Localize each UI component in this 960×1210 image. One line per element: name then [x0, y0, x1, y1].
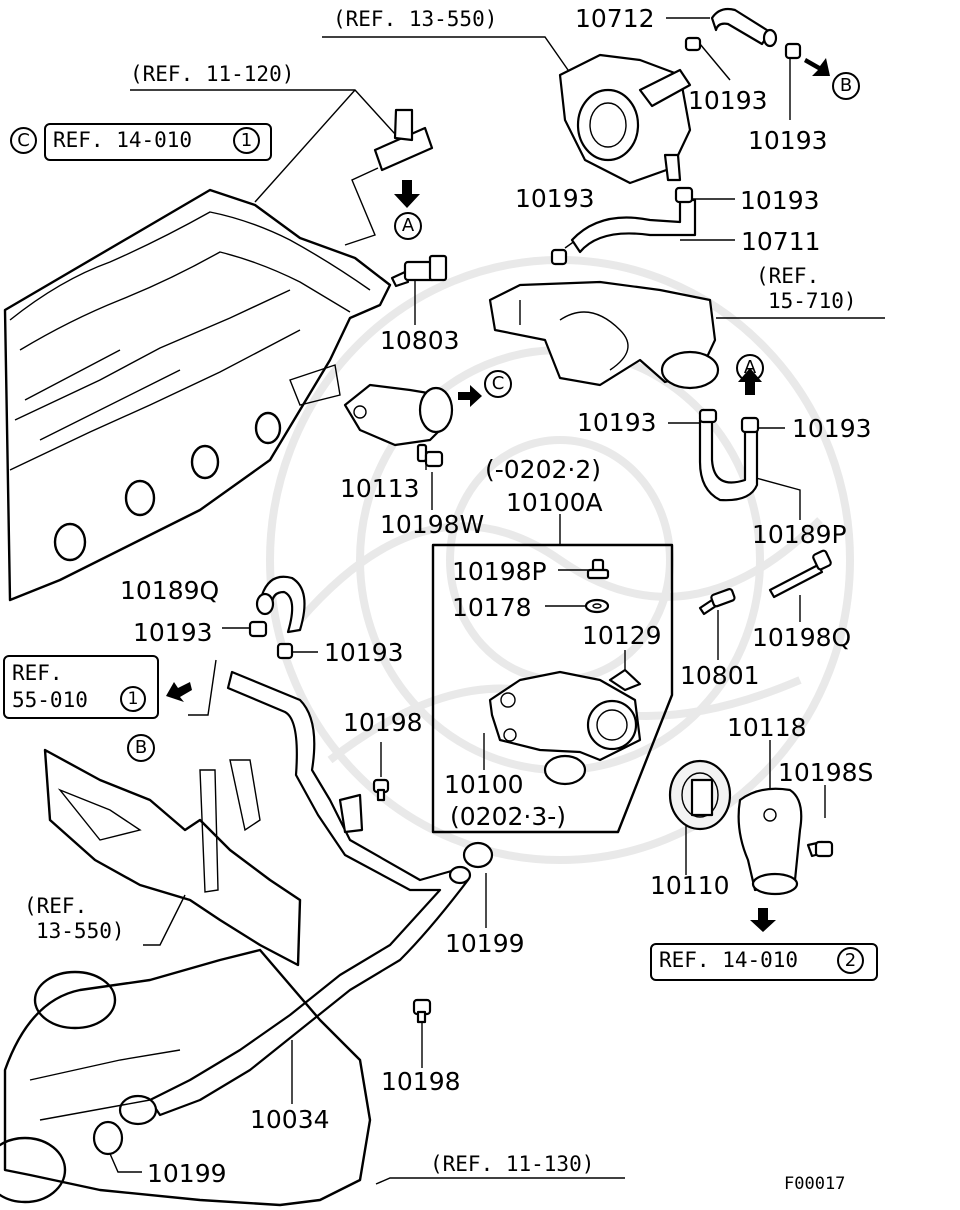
- part-10198W: 10198W: [380, 510, 485, 539]
- ref-box-14-010-1: [44, 123, 272, 161]
- ref-box-14-010-2: [650, 943, 878, 981]
- part-10199-b: 10199: [147, 1159, 227, 1188]
- connector-b-left: B: [127, 734, 155, 762]
- part-10803: 10803: [380, 326, 460, 355]
- connector-a-left: A: [394, 212, 422, 240]
- hose-10189Q: [166, 575, 306, 702]
- connector-c-right: C: [484, 370, 512, 398]
- intake-manifold: [0, 748, 372, 1207]
- bolt-10198W: [416, 443, 444, 468]
- part-10193-e: 10193: [577, 408, 657, 437]
- part-10193-d: 10193: [740, 186, 820, 215]
- sensor-10803: [390, 254, 448, 288]
- connector-1-left: 1: [233, 127, 260, 154]
- part-10801: 10801: [680, 661, 760, 690]
- ref-15-710-b: 15-710): [768, 289, 857, 313]
- ref-55-010-b: 55-010: [12, 688, 88, 712]
- part-10712: 10712: [575, 4, 655, 33]
- cylinder-head: [3, 188, 392, 602]
- ref-box-55-010: [3, 655, 159, 719]
- connector-c-left: C: [10, 127, 37, 154]
- part-10100A: 10100A: [506, 488, 603, 517]
- part-10129: 10129: [582, 621, 662, 650]
- part-10198-b: 10198: [381, 1067, 461, 1096]
- variant-box: [431, 543, 674, 834]
- part-10198: 10198: [343, 708, 423, 737]
- ref-13-550-left-b: 13-550): [36, 919, 125, 943]
- part-10193-c: 10193: [515, 184, 595, 213]
- ref-14-010-1: REF. 14-010: [53, 128, 193, 152]
- connector-a-right: A: [736, 354, 764, 382]
- hose-10712: [710, 7, 778, 48]
- part-10711: 10711: [741, 227, 821, 256]
- water-pipe-10034: [92, 670, 494, 1156]
- housing-10113: [343, 383, 482, 447]
- ref-15-710-a: (REF.: [756, 264, 820, 288]
- part-10199-a: 10199: [445, 929, 525, 958]
- thermostat-assembly: [668, 759, 834, 932]
- figure-id: F00017: [784, 1174, 846, 1194]
- part-10193-h: 10193: [324, 638, 404, 667]
- part-10193-f: 10193: [792, 414, 872, 443]
- hose-10189P: [698, 368, 762, 502]
- water-housing: [488, 280, 720, 390]
- throttle-body: [558, 53, 692, 185]
- part-10189Q: 10189Q: [120, 576, 220, 605]
- connector-2-right: 2: [837, 947, 864, 974]
- ref-11-120: (REF. 11-120): [130, 62, 295, 86]
- connector-1-55: 1: [120, 686, 146, 712]
- clamps-top: [684, 36, 830, 76]
- part-10110: 10110: [650, 871, 730, 900]
- part-10198P: 10198P: [452, 557, 547, 586]
- sensor-10801: [698, 588, 736, 616]
- ref-11-130: (REF. 11-130): [430, 1152, 595, 1176]
- part-10198Q: 10198Q: [752, 623, 852, 652]
- part-10178: 10178: [452, 593, 532, 622]
- connector-b-top: B: [832, 72, 860, 100]
- leader-lines: [103, 17, 885, 1185]
- ref-55-010-a: REF.: [12, 661, 63, 685]
- part-10189P: 10189P: [752, 520, 847, 549]
- part-10193-b: 10193: [748, 126, 828, 155]
- part-date-a: (-0202·2): [485, 455, 602, 484]
- part-10100: 10100: [444, 770, 524, 799]
- ref-14-010-2: REF. 14-010: [659, 948, 799, 972]
- part-date-b: (0202·3-): [450, 802, 567, 831]
- bolts-10198: [372, 778, 432, 1024]
- part-10118: 10118: [727, 713, 807, 742]
- bolt-10198Q: [768, 549, 832, 599]
- part-10193-g: 10193: [133, 618, 213, 647]
- heater-tee: [344, 108, 434, 246]
- ref-13-550-top: (REF. 13-550): [333, 7, 498, 31]
- ref-13-550-left-a: (REF.: [24, 894, 88, 918]
- hose-10711: [550, 186, 697, 266]
- part-10193-a: 10193: [688, 86, 768, 115]
- part-10198S: 10198S: [778, 758, 874, 787]
- part-10034: 10034: [250, 1105, 330, 1134]
- part-10113: 10113: [340, 474, 420, 503]
